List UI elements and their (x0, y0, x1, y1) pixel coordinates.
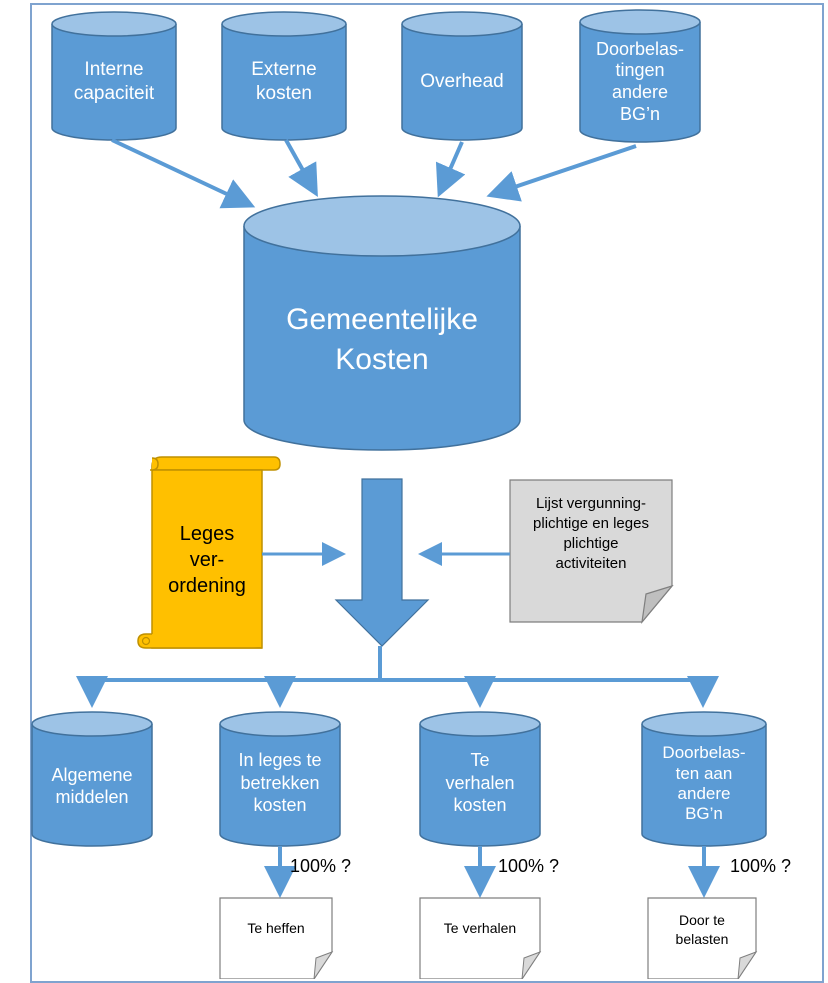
doc-te-heffen (219, 897, 334, 979)
source-cylinder-recharges (579, 9, 701, 143)
output-label-leges: In leges te betrekken kosten (238, 750, 322, 816)
output-cylinder-general (31, 711, 153, 847)
arrow-recharges-to-costs (486, 144, 637, 202)
percent-label-recover: 100% ? (498, 856, 560, 876)
percent-label-leges: 100% ? (290, 856, 352, 876)
doc-te-verhalen (419, 897, 542, 979)
source-label-internal: Interne capaciteit (73, 59, 155, 104)
distribution-lines (76, 646, 719, 708)
output-cylinder-recover (419, 711, 541, 847)
doc-door-te-belasten (647, 897, 758, 979)
doc-label-te-heffen: Te heffen (247, 920, 305, 937)
source-cylinder-internal (51, 11, 177, 141)
doc-label-te-verhalen: Te verhalen (443, 920, 517, 937)
doc-label-door-te-belasten: Door te belasten (675, 912, 729, 947)
source-cylinder-external (221, 11, 347, 141)
arrow-overhead-to-costs (435, 141, 466, 198)
central-cylinder (243, 195, 521, 451)
central-label: Gemeentelijke Kosten (286, 302, 478, 377)
activities-list-note (509, 479, 674, 625)
source-label-external: Externe kosten (251, 59, 317, 104)
scroll-label: Leges ver- ordening (168, 523, 246, 597)
scroll-shape (137, 456, 281, 649)
source-label-overhead: Overhead (420, 71, 504, 93)
arrow-internal-to-costs (111, 138, 256, 209)
note-label: Lijst vergunning- plichtige en leges pli… (533, 494, 649, 573)
source-cylinder-overhead (401, 11, 523, 141)
output-label-recover: Te verhalen kosten (445, 750, 515, 816)
output-label-recharge: Doorbelas- ten aan andere BG’n (662, 743, 746, 824)
output-cylinder-recharge (641, 711, 767, 847)
percent-label-recharge: 100% ? (730, 856, 792, 876)
output-label-general: Algemene middelen (51, 764, 133, 808)
arrow-external-to-costs (284, 139, 318, 197)
source-label-recharges: Doorbelas- tingen andere BG’n (595, 38, 685, 124)
output-cylinder-leges (219, 711, 341, 847)
main-down-arrow (334, 478, 430, 647)
